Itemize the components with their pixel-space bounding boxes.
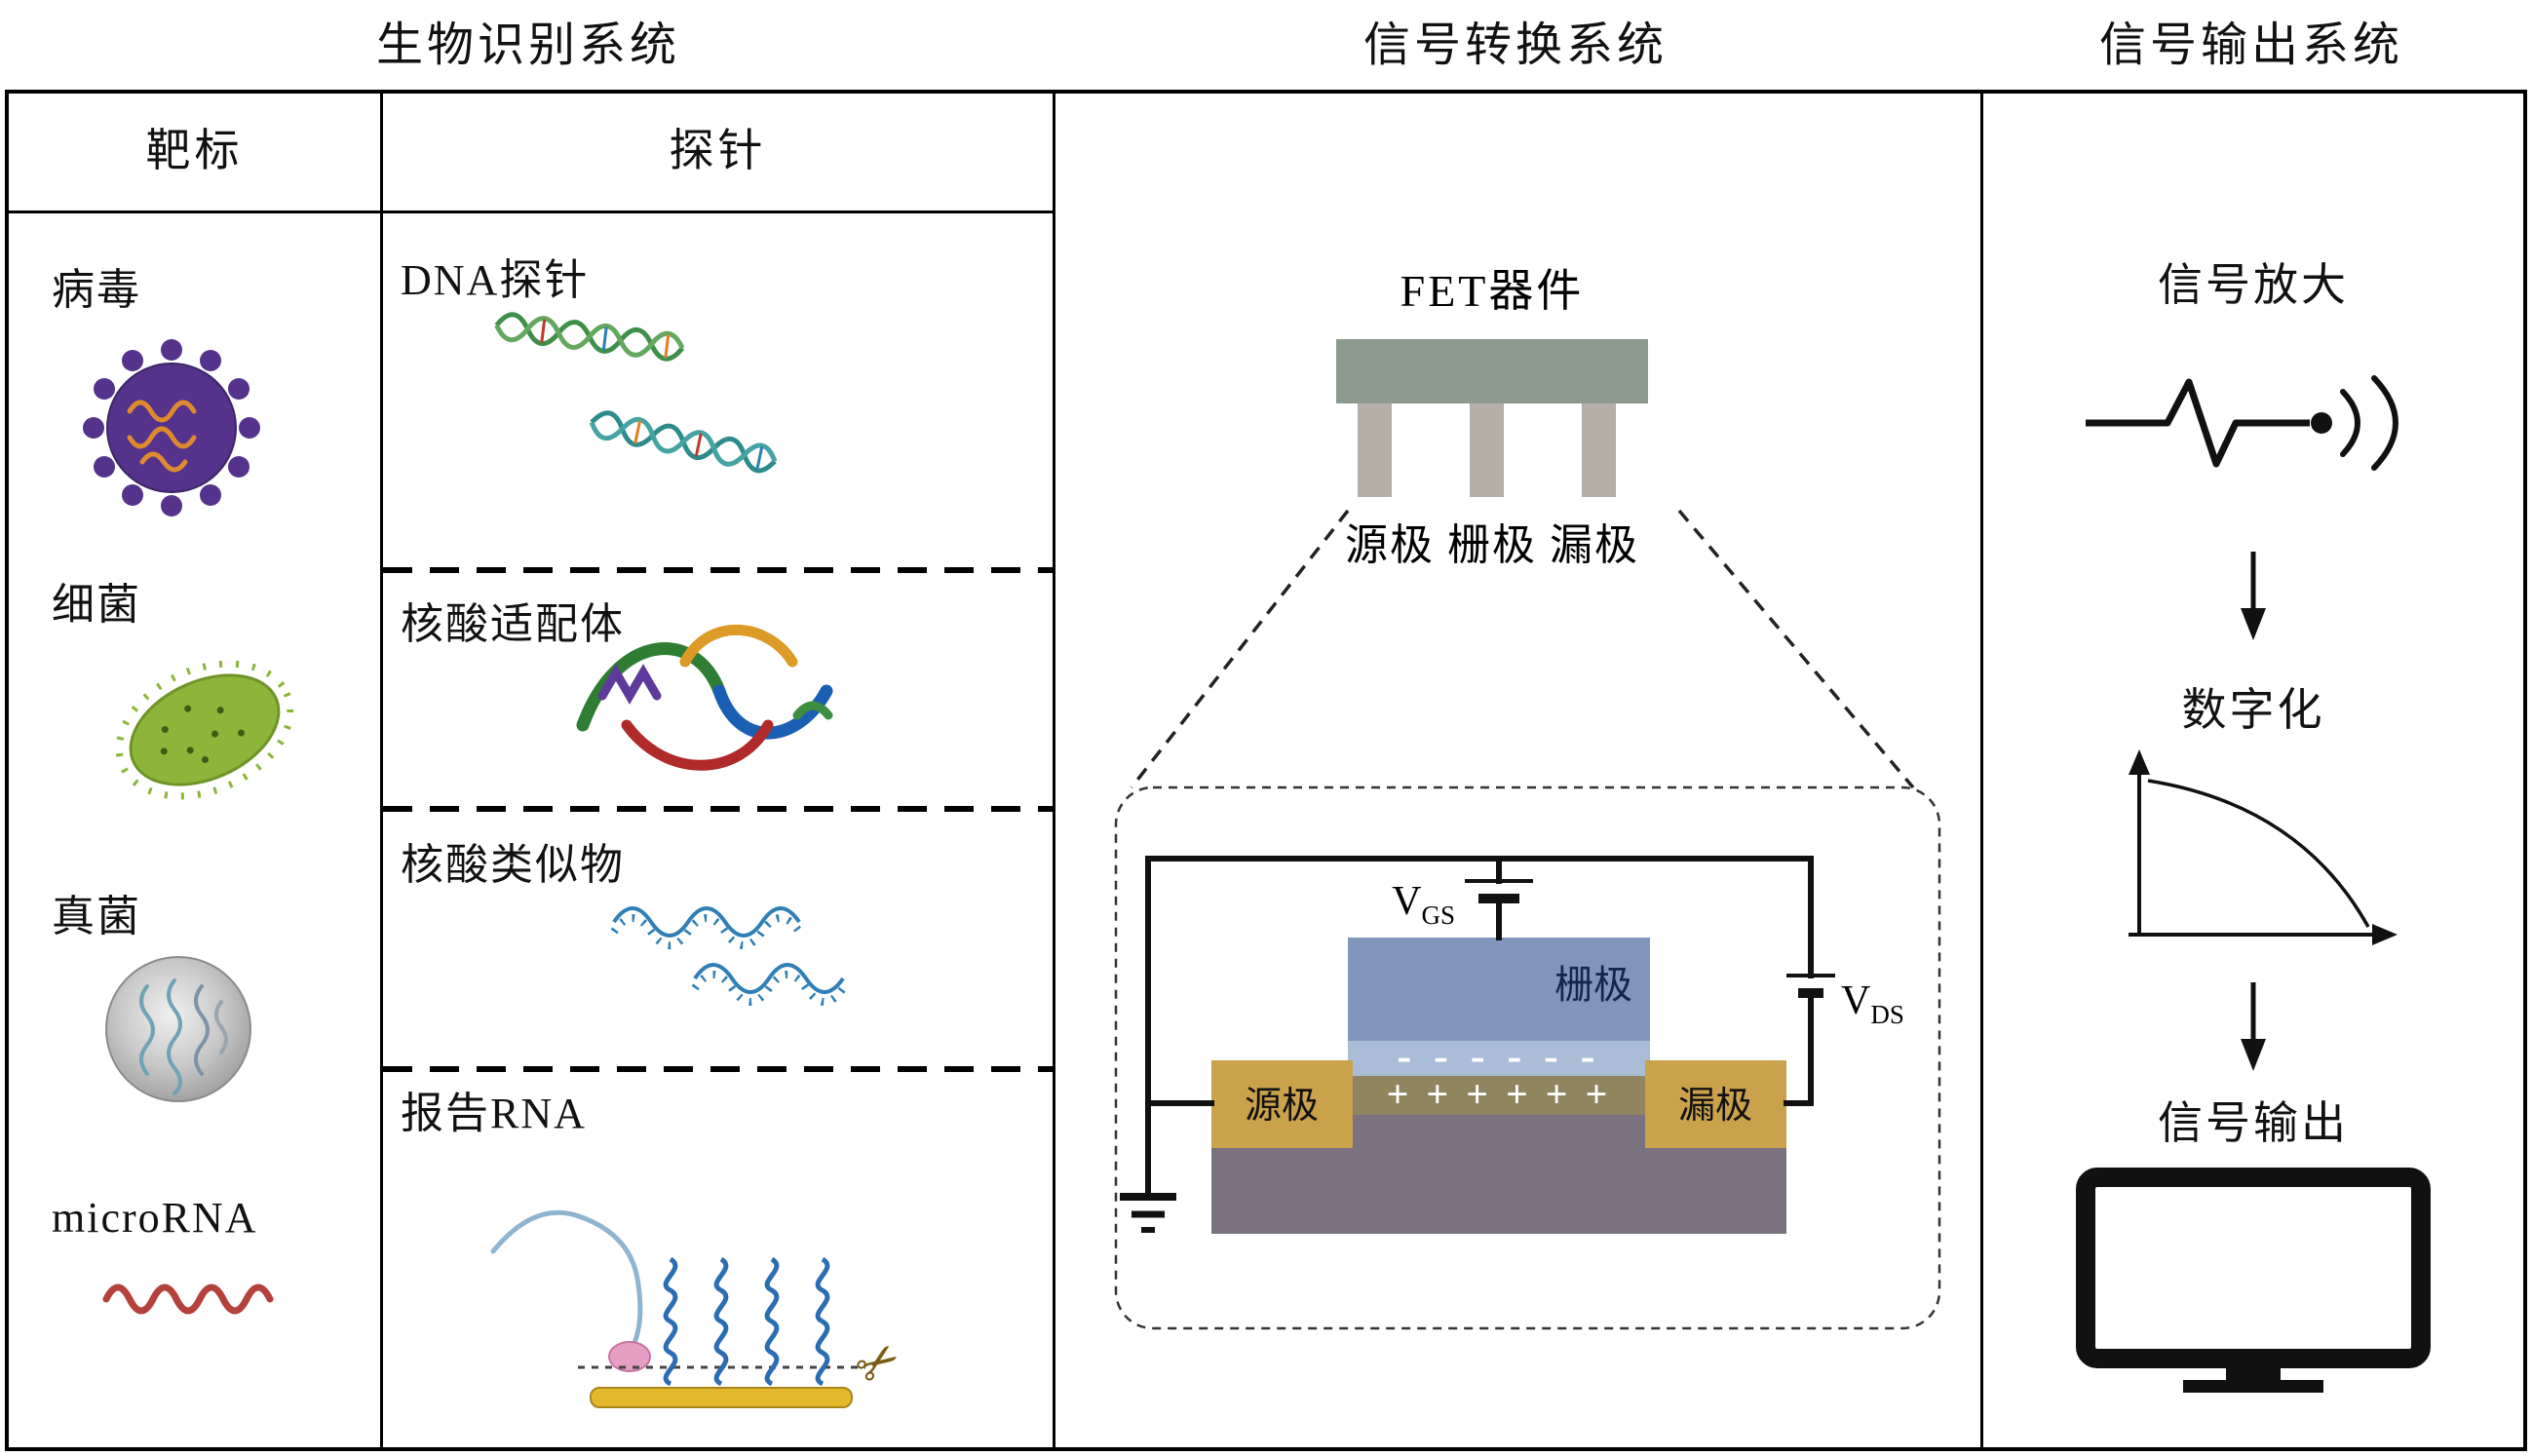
virus-icon	[83, 339, 260, 517]
target-column: 靶标 病毒	[9, 94, 383, 1447]
arrow-down-icon	[2241, 982, 2266, 1071]
rna-strand	[490, 1209, 643, 1352]
arrow-down-icon	[2241, 552, 2266, 640]
bacteria-dots	[160, 705, 245, 763]
title-signal-output: 信号输出系统	[2098, 19, 2403, 71]
title-bio-recognition: 生物识别系统	[375, 19, 680, 71]
target-column-header: 靶标	[145, 126, 244, 175]
step-label-amplify: 信号放大	[2158, 260, 2349, 310]
probe-divider-1	[383, 567, 1053, 573]
vds-battery	[1786, 974, 1835, 998]
negative-charges: - - - - - -	[1398, 1032, 1601, 1080]
positive-charges: + + + + + +	[1387, 1072, 1612, 1116]
probe-divider-2	[383, 806, 1053, 812]
probe-column: 探针 DNA探针	[383, 94, 1053, 1447]
target-label-fungus: 真菌	[52, 893, 141, 940]
fungus-squiggles	[139, 978, 228, 1095]
mirna-icon	[102, 1284, 274, 1315]
fet-device-label: FET器件	[1400, 266, 1585, 316]
figure-frame: 靶标 病毒	[5, 90, 2527, 1451]
header-divider	[9, 211, 1053, 213]
electrode-row-label: 源极 栅极 漏极	[1345, 521, 1639, 569]
step-label-digitize: 数字化	[2181, 685, 2325, 735]
virus-rna-squiggles	[127, 400, 197, 473]
nucleic-analog-icon	[610, 906, 847, 1006]
drain-electrode	[1645, 1060, 1786, 1148]
channel-layer	[1353, 1074, 1645, 1115]
enzyme-blob	[608, 1341, 651, 1372]
target-label-virus: 病毒	[52, 266, 141, 314]
fet-cross-section: 栅极 - - - - - - + + + + + + 源极 漏极	[1211, 938, 1786, 1234]
gate-dielectric-strip	[1348, 1041, 1650, 1076]
zoom-connector-left	[1130, 509, 1350, 789]
target-label-mirna: microRNA	[52, 1194, 258, 1242]
fet-diagram: FET器件 源极 栅极 漏极	[1114, 266, 1941, 1330]
title-signal-transduction: 信号转换系统	[1362, 19, 1668, 71]
fungus-icon	[105, 956, 251, 1102]
probe-label-analog: 核酸类似物	[401, 841, 625, 889]
probe-divider-3	[383, 1066, 1053, 1072]
fet-device-icon	[1336, 339, 1648, 497]
zoom-dashed-box	[1114, 785, 1941, 1330]
probe-label-reporter-rna: 报告RNA	[401, 1090, 587, 1137]
vgs-battery	[1465, 879, 1533, 903]
probe-label-aptamer: 核酸适配体	[401, 600, 625, 648]
monitor-icon	[2076, 1168, 2431, 1393]
drain-label: 漏极	[1678, 1086, 1752, 1127]
target-label-bacteria: 细菌	[52, 581, 141, 629]
signal-output-panel: 信号放大 数字化 信号	[1983, 94, 2523, 1447]
bacteria-icon	[115, 660, 294, 800]
dna-helix-icon	[494, 312, 778, 474]
step-label-output: 信号输出	[2158, 1098, 2349, 1148]
reporter-rna-icon: ✂	[490, 1209, 912, 1408]
virus-spikes	[83, 339, 260, 517]
scissors-icon: ✂	[846, 1329, 912, 1399]
ground-icon	[1120, 1193, 1176, 1233]
bio-recognition-panel: 靶标 病毒	[9, 94, 1055, 1447]
gold-substrate-bar	[590, 1387, 853, 1408]
aptamer-icon	[576, 624, 833, 771]
circuit-wires	[1145, 856, 1814, 1200]
vgs-label: VGS	[1392, 879, 1455, 930]
gate-label: 栅极	[1554, 963, 1632, 1007]
probe-label-dna: DNA探针	[401, 256, 590, 304]
vds-label: VDS	[1841, 978, 1904, 1029]
source-electrode	[1211, 1060, 1353, 1148]
source-label: 源极	[1245, 1086, 1319, 1127]
signal-transduction-panel: FET器件 源极 栅极 漏极	[1055, 94, 1983, 1447]
zoom-connector-right	[1677, 509, 1915, 789]
amplifier-icon	[2086, 375, 2398, 471]
digitize-graph-icon	[2129, 749, 2398, 945]
gate-layer	[1348, 938, 1650, 1041]
probe-column-header: 探针	[669, 126, 767, 175]
rna-coils	[663, 1256, 830, 1387]
